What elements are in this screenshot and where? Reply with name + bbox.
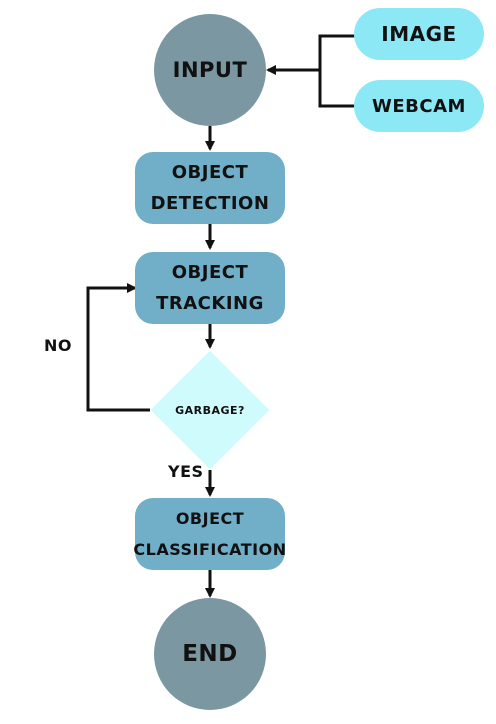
yes-edge-label: YES <box>168 462 204 481</box>
object-tracking-node: OBJECT TRACKING <box>135 252 285 324</box>
garbage-decision-node: GARBAGE? <box>150 350 270 470</box>
object-detection-node: OBJECT DETECTION <box>135 152 285 224</box>
no-edge-label: NO <box>44 336 72 355</box>
webcam-node-label: WEBCAM <box>372 95 466 117</box>
end-node-label: END <box>182 641 238 667</box>
object-detection-line-2: DETECTION <box>150 193 270 214</box>
image-node-label: IMAGE <box>381 22 457 46</box>
decision-label: GARBAGE? <box>175 403 245 417</box>
connector-image-to-input <box>266 34 355 75</box>
webcam-node: WEBCAM <box>354 80 484 132</box>
object-classification-line-2: CLASSIFICATION <box>133 540 287 559</box>
input-node-label: INPUT <box>172 58 248 82</box>
object-classification-node: OBJECT CLASSIFICATION <box>133 498 287 570</box>
connector-decision-no-loop <box>86 283 150 412</box>
object-tracking-line-2: TRACKING <box>156 293 264 314</box>
connector-webcam-to-input <box>318 70 355 108</box>
image-node: IMAGE <box>354 8 484 60</box>
object-detection-line-1: OBJECT <box>171 162 249 183</box>
end-node: END <box>154 598 266 710</box>
object-tracking-line-1: OBJECT <box>171 262 249 283</box>
object-classification-line-1: OBJECT <box>175 509 245 528</box>
input-node: INPUT <box>154 14 266 126</box>
